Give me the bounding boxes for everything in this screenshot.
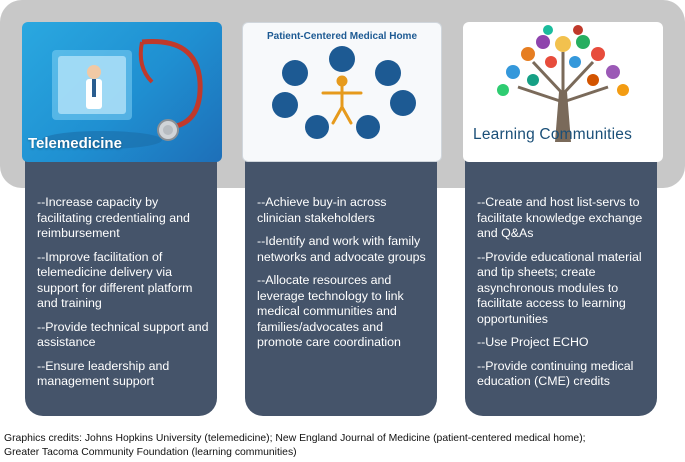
telemedicine-graphic: Telemedicine (22, 22, 222, 162)
list-item: --Achieve buy-in across clinician stakeh… (257, 195, 387, 225)
list-item: --Ensure leadership and management suppo… (37, 358, 170, 389)
telemedicine-column: --Increase capacity by facilitating cred… (25, 160, 217, 416)
list-item: --Create and host list-servs to facilita… (477, 195, 643, 240)
learning-communities-graphic: Learning Communities (463, 22, 663, 162)
telemedicine-illustration (42, 39, 203, 149)
credits-line: Greater Tacoma Community Foundation (lea… (4, 447, 297, 458)
list-item: --Use Project ECHO (477, 335, 589, 349)
learning-communities-column: --Create and host list-servs to facilita… (465, 160, 657, 416)
graphics-credits: Graphics credits: Johns Hopkins Universi… (4, 432, 684, 460)
list-item: --Allocate resources and leverage techno… (257, 273, 404, 349)
medical-home-diagram (272, 46, 416, 139)
medical-home-title: Patient-Centered Medical Home (266, 31, 418, 42)
list-item: --Provide continuing medical education (… (477, 358, 634, 389)
list-item: --Identify and work with family networks… (257, 234, 426, 264)
credits-line: Graphics credits: Johns Hopkins Universi… (4, 433, 586, 444)
list-item: --Improve facilitation of telemedicine d… (37, 249, 193, 311)
list-item: --Provide technical support and assistan… (37, 319, 209, 350)
telemedicine-label: Telemedicine (28, 135, 122, 152)
medical-home-column: --Achieve buy-in across clinician stakeh… (245, 160, 437, 416)
medical-home-graphic: Patient-Centered Medical Home (242, 22, 442, 162)
learning-tree-illustration (497, 25, 629, 142)
learning-communities-label: Learning Communities (473, 126, 633, 143)
list-item: --Increase capacity by facilitating cred… (37, 195, 190, 240)
list-item: --Provide educational material and tip s… (477, 249, 642, 326)
